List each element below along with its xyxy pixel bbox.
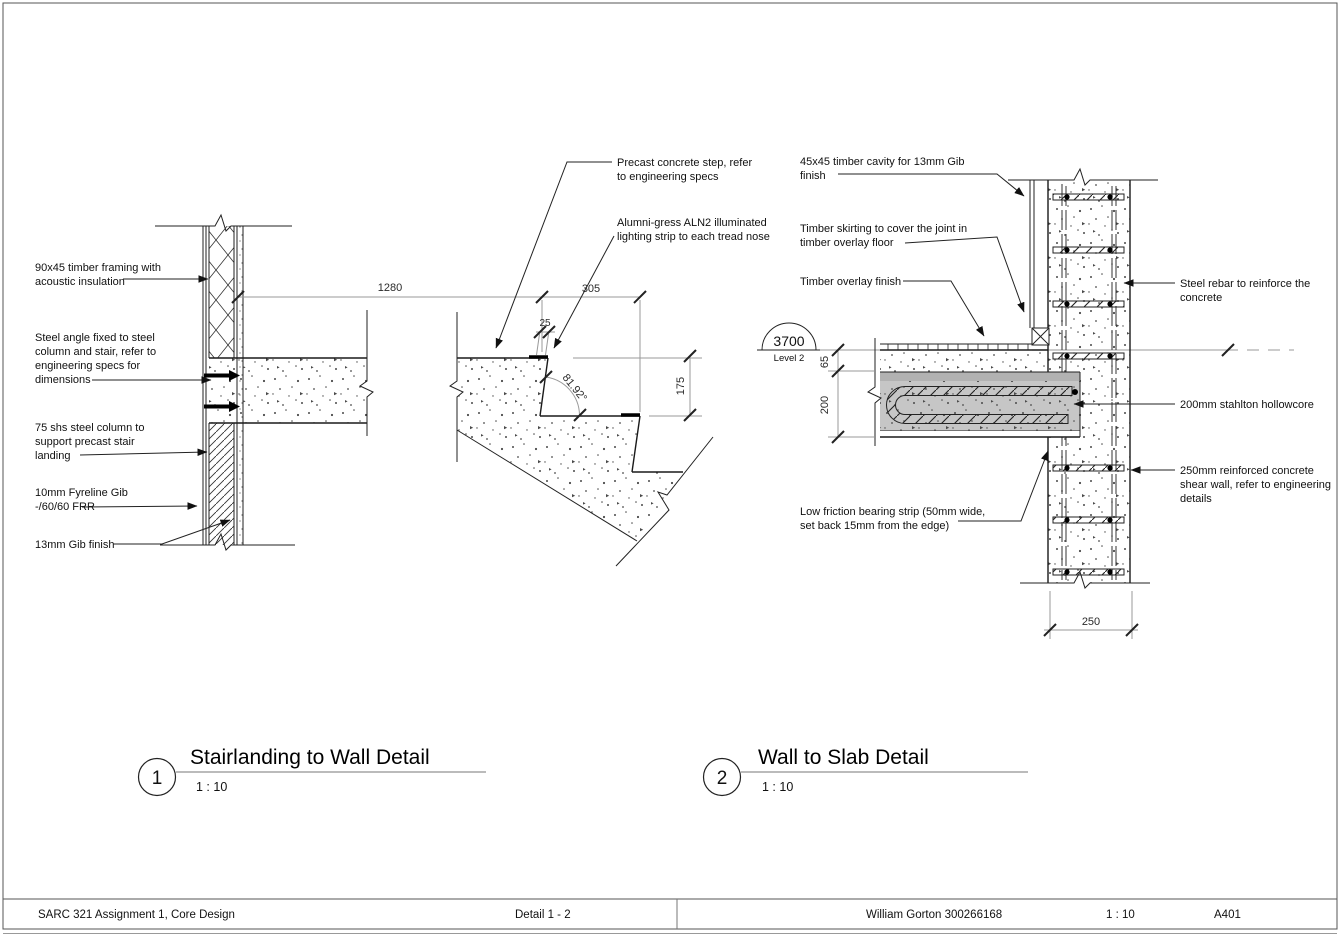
bearing-strip [880, 431, 1080, 437]
timber-skirting [1031, 327, 1050, 346]
detail1-number-bubble [137, 757, 177, 797]
level-elevation: 3700 [773, 333, 804, 349]
titleblock-project: SARC 321 Assignment 1, Core Design [38, 909, 235, 921]
label-timber-framing: 90x45 timber framing with [35, 262, 161, 274]
svg-text:finish: finish [800, 170, 826, 182]
detail1-number: 1 [152, 768, 163, 789]
label-steel-column: 75 shs steel column to [35, 422, 144, 434]
hollowcore-flange [880, 372, 1080, 381]
wall-top-break-line [155, 213, 292, 232]
detail2-floor-slab [867, 327, 1081, 446]
leader-steel-column [79, 448, 208, 457]
rebar-end-dot [1072, 389, 1078, 395]
svg-text:lighting strip to each tread n: lighting strip to each tread nose [617, 231, 770, 243]
label-gib-finish: 13mm Gib finish [35, 539, 114, 551]
svg-text:timber overlay floor: timber overlay floor [800, 237, 894, 249]
detail1-annotations: 90x45 timber framing with acoustic insul… [35, 157, 770, 551]
svg-text:acoustic insulation: acoustic insulation [35, 276, 125, 288]
rebar-ties [1052, 193, 1125, 576]
svg-text:shear wall, refer to engineeri: shear wall, refer to engineering [1180, 479, 1331, 491]
titleblock-author: William Gorton 300266168 [866, 909, 1002, 921]
detail2-dimensions: 65 200 250 [819, 343, 1139, 639]
svg-text:to engineering specs: to engineering specs [617, 171, 719, 183]
detail1-title: Stairlanding to Wall Detail [190, 746, 430, 769]
steel-angle-symbols [204, 370, 240, 412]
stair-break-line [449, 312, 464, 462]
insulation-hatch [209, 226, 234, 358]
level-head-arc [761, 322, 817, 351]
angle-arc [545, 376, 580, 416]
svg-text:dimensions: dimensions [35, 374, 91, 386]
label-steel-angle: Steel angle fixed to steel [35, 332, 155, 344]
timber-overlay-floor [880, 343, 1032, 351]
label-fyreline: 10mm Fyreline Gib [35, 487, 128, 499]
level-name: Level 2 [774, 353, 805, 364]
dim-250: 250 [1082, 616, 1100, 628]
leader-overlay [903, 280, 985, 337]
svg-text:column and stair, refer to: column and stair, refer to [35, 346, 156, 358]
dim-65: 65 [819, 356, 831, 368]
label-shear-wall: 250mm reinforced concrete [1180, 465, 1314, 477]
leader-skirting [904, 236, 1025, 313]
detail2-scale: 1 : 10 [762, 780, 793, 794]
detail2-title: Wall to Slab Detail [758, 746, 929, 769]
label-precast-step: Precast concrete step, refer [617, 157, 752, 169]
slab-break-line [359, 310, 374, 436]
detail2-drawing: 3700 Level 2 [757, 156, 1331, 639]
detail1-view-title: 1 Stairlanding to Wall Detail 1 : 10 [137, 746, 486, 797]
leader-precast-step [495, 161, 612, 349]
detail2-annotations: 45x45 timber cavity for 13mm Gib finish … [800, 156, 1331, 532]
detail1-stair-section [449, 312, 714, 567]
wall2-bottom-break-line [1020, 570, 1150, 589]
svg-text:details: details [1180, 493, 1212, 505]
svg-text:concrete: concrete [1180, 292, 1222, 304]
slab-rebar-loop [886, 386, 1073, 424]
stair-cut-break-line [615, 436, 714, 567]
leader-timber-cavity [838, 173, 1025, 197]
dim-175: 175 [675, 377, 687, 395]
detail1-landing-slab [209, 310, 374, 436]
detail2-number-bubble [702, 757, 742, 797]
detail2-number: 2 [717, 768, 728, 789]
label-bearing-strip: Low friction bearing strip (50mm wide, [800, 506, 985, 518]
steel-column-hatch [209, 423, 234, 545]
label-overlay: Timber overlay finish [800, 276, 901, 288]
label-steel-rebar: Steel rebar to reinforce the [1180, 278, 1310, 290]
wall2-top-break-line [1008, 167, 1158, 186]
titleblock-sheet-number: A401 [1214, 909, 1241, 921]
titleblock-scale: 1 : 10 [1106, 909, 1135, 921]
leader-fyreline [81, 502, 198, 510]
svg-text:landing: landing [35, 450, 70, 462]
label-lighting-strip: Alumni-gress ALN2 illuminated [617, 217, 767, 229]
dim-200: 200 [819, 396, 831, 414]
svg-text:engineering specs for: engineering specs for [35, 360, 141, 372]
svg-text:-/60/60 FRR: -/60/60 FRR [35, 501, 95, 513]
wall-bottom-break-line [160, 532, 295, 551]
detail1-drawing: 1280 305 25 175 81.92° 90x45 timber fram… [35, 157, 770, 567]
titleblock-sheet-title: Detail 1 - 2 [515, 909, 571, 921]
detail2-view-title: 2 Wall to Slab Detail 1 : 10 [702, 746, 1028, 797]
floor-break-line [867, 338, 882, 446]
dim-1280: 1280 [378, 282, 402, 294]
concrete-topping [880, 350, 1048, 372]
leader-bearing-strip [958, 450, 1049, 522]
dim-305: 305 [582, 283, 600, 295]
svg-text:set back 15mm from the edge): set back 15mm from the edge) [800, 520, 949, 532]
leader-gib-finish [113, 519, 231, 545]
dim-25: 25 [539, 318, 551, 329]
dim-angle: 81.92° [560, 372, 589, 404]
leader-lighting-strip [553, 235, 615, 349]
svg-text:support precast stair: support precast stair [35, 436, 135, 448]
label-skirting: Timber skirting to cover the joint in [800, 223, 967, 235]
label-hollowcore: 200mm stahlton hollowcore [1180, 399, 1314, 411]
label-timber-cavity: 45x45 timber cavity for 13mm Gib [800, 156, 964, 168]
detail1-scale: 1 : 10 [196, 780, 227, 794]
